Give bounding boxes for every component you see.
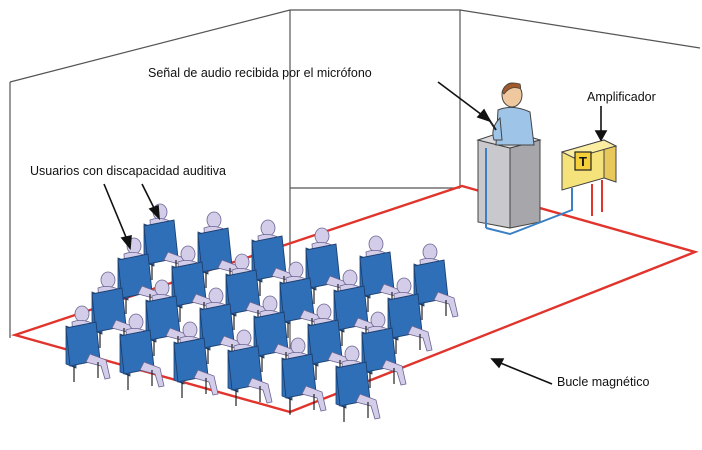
audience-person-head	[182, 321, 198, 339]
label-microphone: Señal de audio recibida por el micrófono	[148, 66, 372, 80]
audience-seat	[333, 269, 379, 346]
audience-seat	[361, 311, 407, 388]
speaker-hair	[501, 82, 522, 95]
audience-person-head	[342, 269, 358, 287]
audience-seat	[307, 303, 353, 380]
audience-group	[65, 203, 459, 422]
audience-seat	[335, 345, 381, 422]
arrow-microphone-head	[476, 108, 492, 123]
audience-person-legs	[407, 325, 433, 352]
audience-person-legs	[247, 377, 273, 404]
audience-seat	[413, 243, 459, 320]
callout-arrows	[103, 81, 608, 385]
arrow-users-1	[103, 183, 129, 243]
induction-loop-wire	[10, 184, 699, 414]
audience-person-legs	[139, 361, 165, 388]
audience-person-head	[288, 261, 304, 279]
audience-seat	[199, 287, 245, 364]
audience-person-head	[128, 313, 144, 331]
audience-person-head	[422, 243, 438, 261]
arrow-amplifier-head	[594, 130, 608, 142]
amplifier-symbol: T	[579, 154, 587, 169]
signal-wire	[485, 188, 573, 236]
audience-seat	[227, 329, 273, 406]
audience-person-head	[316, 303, 332, 321]
label-users: Usuarios con discapacidad auditiva	[30, 164, 226, 178]
audience-person-legs	[85, 353, 111, 380]
audience-person-legs	[355, 393, 381, 420]
audience-seat	[119, 313, 165, 390]
audience-person-legs	[301, 385, 327, 412]
audience-seat	[281, 337, 327, 414]
audience-person-legs	[381, 359, 407, 386]
speaker-person	[487, 82, 535, 146]
audience-person-head	[208, 287, 224, 305]
audience-person-head	[368, 235, 384, 253]
amplifier-symbol-box	[574, 151, 592, 171]
arrow-users-2-head	[148, 204, 160, 221]
back-wall-outline	[9, 9, 461, 188]
audience-person-head	[234, 253, 250, 271]
audience-seat	[173, 321, 219, 398]
audience-person-legs	[193, 369, 219, 396]
arrow-microphone	[437, 81, 487, 119]
audience-person-head	[370, 311, 386, 329]
audience-seat	[305, 227, 351, 304]
audience-person-head	[154, 279, 170, 297]
arrow-loop	[497, 361, 553, 385]
audience-person-head	[314, 227, 330, 245]
label-loop: Bucle magnético	[557, 375, 650, 389]
podium-front	[477, 139, 511, 229]
label-amplifier: Amplificador	[587, 90, 656, 104]
speaker-arm	[492, 116, 503, 141]
speaker-body	[495, 106, 535, 146]
arrow-loop-head	[490, 358, 505, 369]
arrow-users-1-head	[120, 234, 132, 251]
podium-side	[509, 139, 541, 229]
ceiling-right-edge	[459, 9, 701, 49]
audience-person-head	[262, 295, 278, 313]
speaker-podium	[476, 129, 542, 229]
audience-person-head	[260, 219, 276, 237]
audience-person-head	[100, 271, 116, 289]
audience-person-head	[74, 305, 90, 323]
audience-person-head	[180, 245, 196, 263]
amplifier-unit: T	[560, 139, 618, 191]
audience-person-head	[206, 211, 222, 229]
audience-person-legs	[433, 291, 459, 318]
audience-person-head	[290, 337, 306, 355]
audience-seat	[65, 305, 111, 382]
audience-person-head	[236, 329, 252, 347]
audience-person-head	[396, 277, 412, 295]
audience-person-head	[344, 345, 360, 363]
